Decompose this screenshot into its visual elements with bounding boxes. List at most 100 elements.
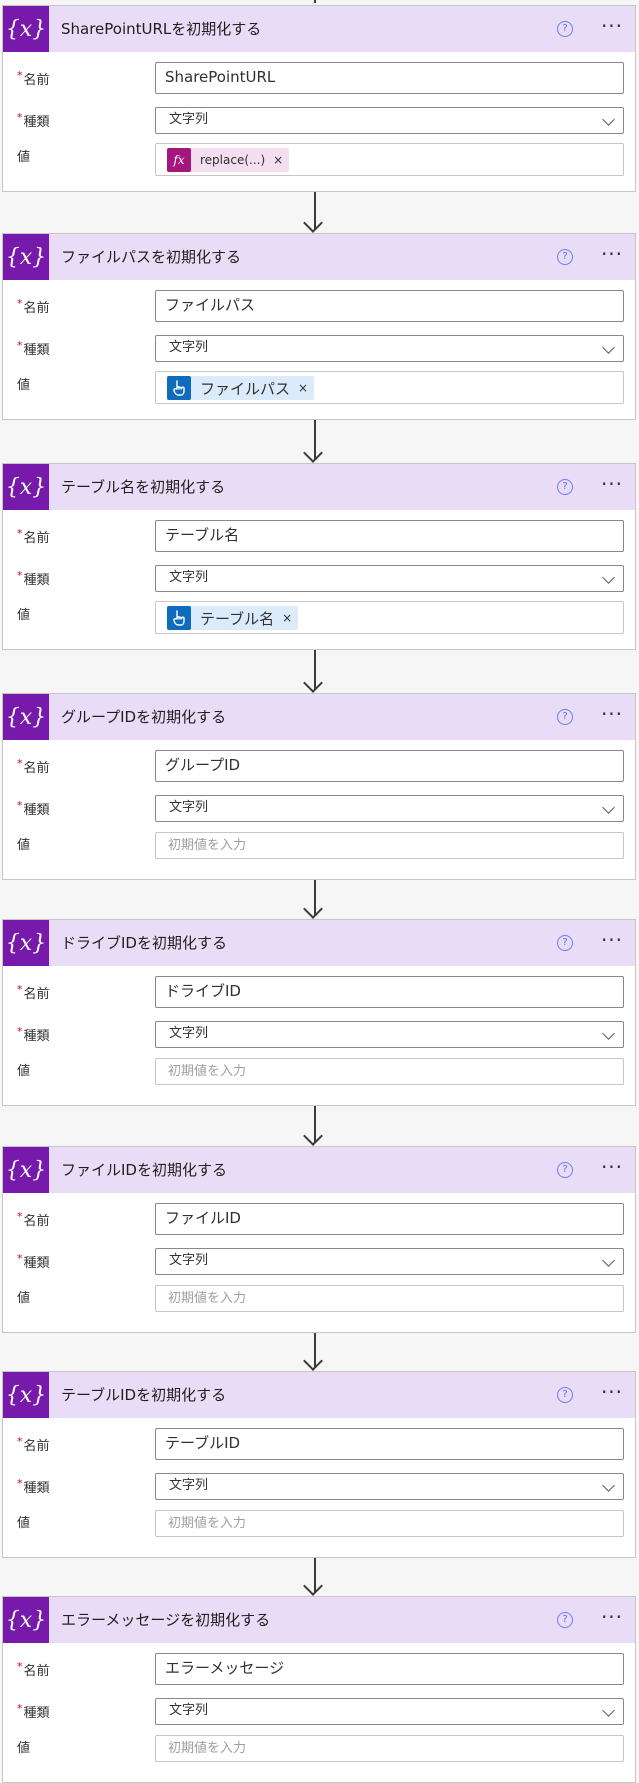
card-title[interactable]: グループIDを初期化する (61, 708, 227, 726)
help-icon[interactable]: ? (557, 249, 573, 265)
help-icon[interactable]: ? (557, 1387, 573, 1403)
required-mark: * (17, 297, 23, 310)
variable-card[interactable]: {x}グループIDを初期化する?···*名前グループID*種類文字列値初期値を入… (2, 693, 636, 880)
type-select[interactable]: 文字列 (155, 335, 624, 362)
type-select[interactable]: 文字列 (155, 1698, 624, 1725)
variable-icon: {x} (3, 234, 49, 280)
type-select[interactable]: 文字列 (155, 1248, 624, 1275)
variable-card[interactable]: {x}テーブル名を初期化する?···*名前テーブル名*種類文字列値テーブル名× (2, 463, 636, 650)
type-select[interactable]: 文字列 (155, 795, 624, 822)
name-input[interactable]: ファイルパス (155, 290, 624, 322)
variable-card[interactable]: {x}ファイルパスを初期化する?···*名前ファイルパス*種類文字列値ファイルパ… (2, 233, 636, 420)
type-label-text: 種類 (23, 1481, 50, 1496)
help-icon[interactable]: ? (557, 935, 573, 951)
card-header[interactable]: {x}ドライブIDを初期化する?··· (3, 920, 635, 966)
value-input[interactable]: 初期値を入力 (155, 1285, 624, 1312)
type-select[interactable]: 文字列 (155, 1473, 624, 1500)
fx-icon: fx (167, 148, 191, 172)
name-label-text: 名前 (23, 1664, 50, 1679)
type-select-value: 文字列 (169, 1253, 209, 1268)
name-input[interactable]: グループID (155, 750, 624, 782)
required-mark: * (17, 1252, 23, 1265)
type-select[interactable]: 文字列 (155, 107, 624, 134)
remove-token-icon[interactable]: × (282, 611, 293, 625)
more-options-icon[interactable]: ··· (600, 928, 624, 952)
value-input[interactable]: 初期値を入力 (155, 832, 624, 859)
value-placeholder: 初期値を入力 (168, 1516, 247, 1531)
chevron-down-icon (602, 571, 615, 584)
more-options-icon[interactable]: ··· (600, 242, 624, 266)
more-options-icon[interactable]: ··· (600, 472, 624, 496)
card-title[interactable]: ドライブIDを初期化する (61, 934, 227, 952)
name-input[interactable]: テーブル名 (155, 520, 624, 552)
help-icon[interactable]: ? (557, 1612, 573, 1628)
value-label: 値 (17, 378, 31, 393)
card-header[interactable]: {x}グループIDを初期化する?··· (3, 694, 635, 740)
name-input[interactable]: SharePointURL (155, 62, 624, 94)
value-input[interactable]: 初期値を入力 (155, 1735, 624, 1762)
remove-token-icon[interactable]: × (298, 381, 309, 395)
type-select[interactable]: 文字列 (155, 1021, 624, 1048)
card-title[interactable]: ファイルIDを初期化する (61, 1161, 227, 1179)
more-options-icon[interactable]: ··· (600, 702, 624, 726)
card-header[interactable]: {x}ファイルIDを初期化する?··· (3, 1147, 635, 1193)
dynamic-content-icon (167, 606, 191, 630)
name-label-text: 名前 (23, 987, 50, 1002)
type-label-text: 種類 (23, 1029, 50, 1044)
card-title[interactable]: テーブル名を初期化する (61, 478, 226, 496)
value-input[interactable]: 初期値を入力 (155, 1058, 624, 1085)
remove-token-icon[interactable]: × (273, 153, 284, 167)
more-options-icon[interactable]: ··· (600, 1380, 624, 1404)
variable-card[interactable]: {x}ファイルIDを初期化する?···*名前ファイルID*種類文字列値初期値を入… (2, 1146, 636, 1333)
help-icon[interactable]: ? (557, 479, 573, 495)
card-title[interactable]: エラーメッセージを初期化する (61, 1611, 271, 1629)
name-input[interactable]: テーブルID (155, 1428, 624, 1460)
dynamic-content-token[interactable]: ファイルパス × (167, 376, 315, 400)
variable-card[interactable]: {x}テーブルIDを初期化する?···*名前テーブルID*種類文字列値初期値を入… (2, 1371, 636, 1558)
flow-connector (314, 1333, 316, 1367)
type-label: *種類 (17, 1252, 50, 1271)
type-label-text: 種類 (23, 1256, 50, 1271)
more-options-icon[interactable]: ··· (600, 1605, 624, 1629)
type-select-value: 文字列 (169, 1703, 209, 1718)
dynamic-content-token[interactable]: テーブル名× (167, 606, 299, 630)
help-icon[interactable]: ? (557, 709, 573, 725)
name-input[interactable]: エラーメッセージ (155, 1653, 624, 1685)
name-label: *名前 (17, 1210, 50, 1229)
flow-connector (314, 1558, 316, 1592)
value-label: 値 (17, 1291, 31, 1306)
card-header[interactable]: {x}テーブル名を初期化する?··· (3, 464, 635, 510)
value-input[interactable]: 初期値を入力 (155, 1510, 624, 1537)
name-input[interactable]: ファイルID (155, 1203, 624, 1235)
name-input[interactable]: ドライブID (155, 976, 624, 1008)
required-mark: * (17, 339, 23, 352)
card-title[interactable]: ファイルパスを初期化する (61, 248, 242, 266)
type-label: *種類 (17, 111, 50, 130)
name-label: *名前 (17, 1660, 50, 1679)
card-header[interactable]: {x}エラーメッセージを初期化する?··· (3, 1597, 635, 1643)
more-options-icon[interactable]: ··· (600, 1155, 624, 1179)
arrow-down-icon (303, 1126, 323, 1146)
type-select[interactable]: 文字列 (155, 565, 624, 592)
variable-card[interactable]: {x}エラーメッセージを初期化する?···*名前エラーメッセージ*種類文字列値初… (2, 1596, 636, 1783)
help-icon[interactable]: ? (557, 1162, 573, 1178)
name-label-text: 名前 (23, 761, 50, 776)
more-options-icon[interactable]: ··· (600, 14, 624, 38)
help-icon[interactable]: ? (557, 21, 573, 37)
value-input[interactable]: テーブル名× (155, 601, 624, 634)
card-header[interactable]: {x}SharePointURLを初期化する?··· (3, 6, 635, 52)
card-title[interactable]: テーブルIDを初期化する (61, 1386, 227, 1404)
variable-card[interactable]: {x}ドライブIDを初期化する?···*名前ドライブID*種類文字列値初期値を入… (2, 919, 636, 1106)
type-label-text: 種類 (23, 573, 50, 588)
chevron-down-icon (602, 801, 615, 814)
arrow-down-icon (303, 443, 323, 463)
token-text: ファイルパス (200, 379, 291, 398)
card-title[interactable]: SharePointURLを初期化する (61, 20, 262, 38)
card-header[interactable]: {x} ファイルパスを初期化する? ··· (3, 234, 635, 280)
value-input[interactable]: ファイルパス × (155, 371, 624, 404)
name-label-text: 名前 (23, 301, 50, 316)
card-header[interactable]: {x}テーブルIDを初期化する?··· (3, 1372, 635, 1418)
